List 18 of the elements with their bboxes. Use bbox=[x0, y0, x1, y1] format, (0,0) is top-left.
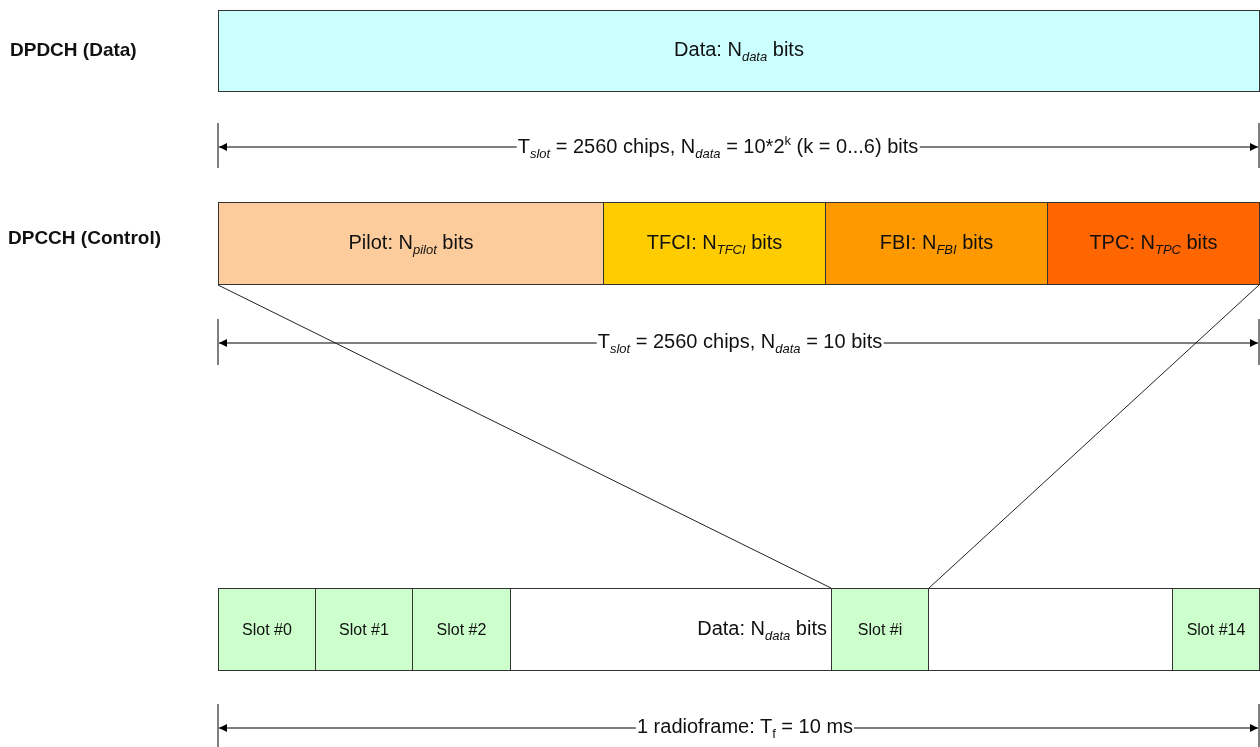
dimension-label: T$_{slot}$ = 2560 chips, N$_{data}$ = 10 bits bbox=[596, 330, 884, 356]
slot-box: Slot #14 bbox=[1172, 588, 1260, 671]
connector-line bbox=[217, 284, 832, 589]
dimension-label: 1 radioframe: T$_{f}$ = 10 ms bbox=[635, 715, 855, 741]
dimension-label: T$_{slot}$ = 2560 chips, N$_{data}$ = 10*2$^{k}$ (k = 0...6) bits bbox=[516, 133, 920, 161]
data-region: Data: N$_{data}$ bits bbox=[510, 588, 832, 671]
slot-box: Slot #0 bbox=[218, 588, 316, 671]
pilot-field-box: Pilot: N$_{pilot}$ bits bbox=[218, 202, 604, 285]
tpc-field-box: TPC: N$_{TPC}$ bits bbox=[1047, 202, 1260, 285]
row-label: DPDCH (Data) bbox=[10, 39, 137, 61]
slot-box: Slot #i bbox=[831, 588, 929, 671]
slot-box: Slot #1 bbox=[315, 588, 413, 671]
row-label: DPCCH (Control) bbox=[8, 227, 162, 249]
tfci-field-box: TFCI: N$_{TFCI}$ bits bbox=[603, 202, 826, 285]
slot-box: Slot #2 bbox=[412, 588, 511, 671]
fbi-field-box: FBI: N$_{FBI}$ bits bbox=[825, 202, 1048, 285]
connector-line bbox=[928, 284, 1260, 589]
data-field-box: Data: N$_{data}$ bits bbox=[218, 10, 1260, 92]
